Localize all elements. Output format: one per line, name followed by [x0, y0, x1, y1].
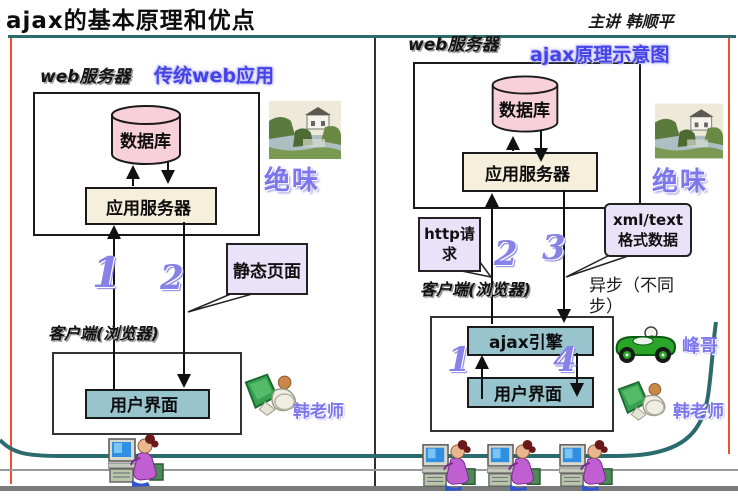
page-title: ajax的基本原理和优点: [6, 8, 256, 34]
left-app-server-box: [85, 187, 217, 225]
floor-line: [0, 469, 738, 471]
left-step-2: 2: [160, 258, 184, 298]
left-frame-line: [10, 38, 12, 484]
left-ui-label: 用户界面: [110, 396, 178, 416]
right-teacher-icon: [615, 380, 673, 428]
right-client-label: 客户端(浏览器): [420, 280, 531, 299]
right-app-server-label: 应用服务器: [485, 165, 570, 185]
right-computer-user-icon: [487, 440, 541, 496]
ajax-engine-label: ajax引擎: [489, 333, 563, 353]
right-server-box: [413, 62, 641, 209]
buddy-label: 峰哥: [682, 336, 718, 357]
right-step-4: 4: [553, 340, 577, 380]
left-watermark: 绝味: [264, 166, 321, 196]
right-caption: ajax原理示意图: [530, 44, 670, 66]
lecturer-credit: 主讲 韩顺平: [588, 12, 674, 31]
top-rule: [8, 35, 736, 38]
right-ui-label: 用户界面: [494, 385, 562, 405]
car-icon: [613, 323, 679, 371]
right-teacher-label: 韩老师: [673, 402, 724, 422]
left-teacher-label: 韩老师: [293, 402, 344, 422]
static-page-callout-text: 静态页面: [233, 261, 301, 282]
left-app-server-label: 应用服务器: [106, 199, 191, 219]
http-request-callout-text: http请求: [424, 225, 475, 263]
left-web-server-label: web服务器: [40, 67, 131, 87]
xml-data-callout-line1: xml/text: [612, 210, 684, 229]
bottom-rule: [0, 486, 738, 491]
xml-data-callout-line2: 格式数据: [617, 230, 678, 249]
left-database-cylinder: [105, 104, 187, 170]
right-web-server-label: web服务器: [408, 35, 499, 55]
panel-divider: [374, 38, 376, 488]
right-step-3: 3: [542, 228, 566, 268]
left-caption: 传统web应用: [154, 65, 275, 87]
left-client-label: 客户端(浏览器): [48, 324, 159, 343]
left-step-1: 1: [92, 248, 122, 297]
left-database-label: 数据库: [120, 132, 171, 152]
right-frame-line: [728, 38, 730, 454]
right-computer-user-icon: [559, 440, 613, 496]
right-step-1: 1: [447, 340, 471, 380]
right-step-2: 2: [494, 234, 518, 274]
http-request-callout: http请求: [418, 217, 481, 272]
right-database-label: 数据库: [499, 101, 550, 121]
xml-data-callout: xml/text 格式数据: [604, 203, 692, 257]
right-computer-user-icon: [422, 440, 476, 496]
left-server-box: [33, 92, 260, 236]
right-watermark: 绝味: [652, 167, 709, 197]
static-page-callout: 静态页面: [226, 243, 308, 295]
right-app-server-box: [462, 152, 598, 192]
right-scenery-image: [655, 103, 723, 163]
async-note: 异步（不同步）: [589, 276, 674, 318]
left-computer-user-icon: [108, 434, 164, 492]
left-scenery-image: [268, 101, 342, 163]
